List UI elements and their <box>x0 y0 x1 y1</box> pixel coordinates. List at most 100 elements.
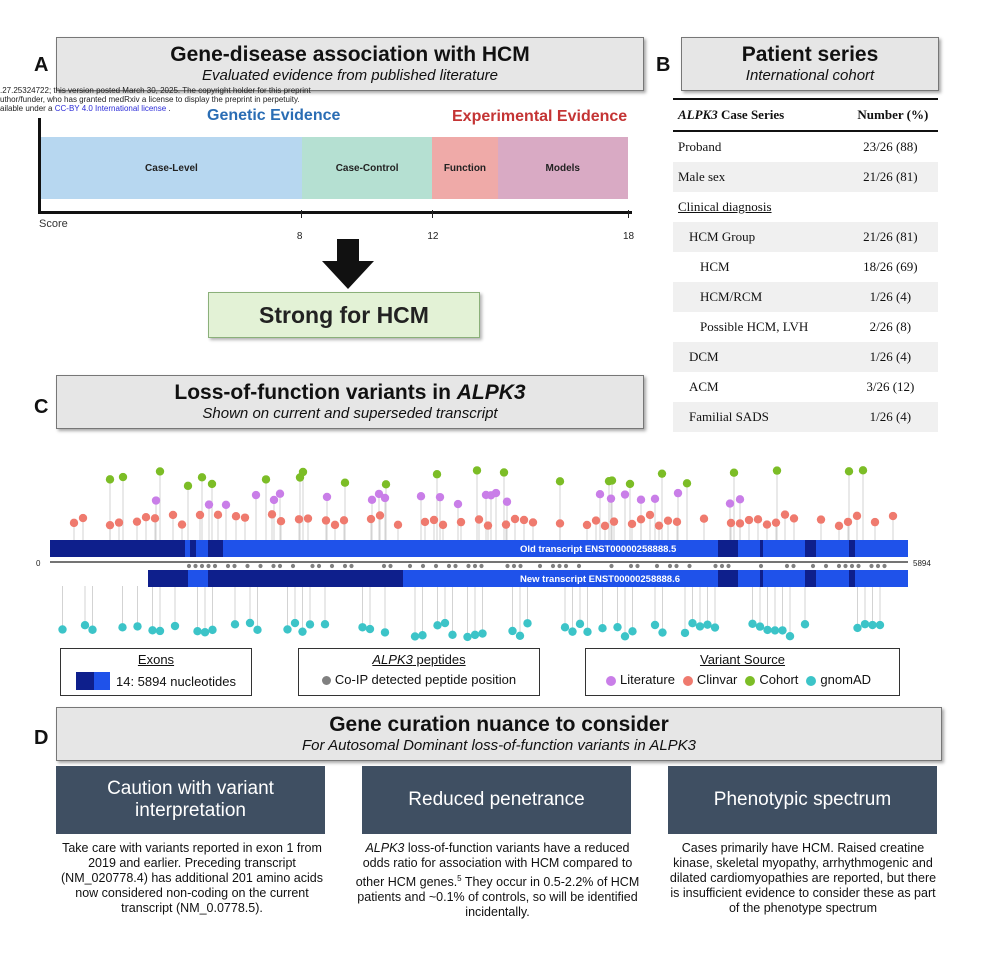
source-legend-label: Cohort <box>759 672 799 687</box>
panel-d-subtitle: For Autosomal Dominant loss-of-function … <box>301 737 697 754</box>
gnomad-dot <box>680 628 690 638</box>
peptide-dot <box>329 563 335 569</box>
gnomad-dot <box>298 627 307 636</box>
peptide-dot <box>843 563 848 569</box>
variant-dot <box>762 520 772 529</box>
variant-dot <box>380 493 390 503</box>
variant-dot <box>555 477 565 486</box>
peptide-dot <box>810 563 816 569</box>
variant-dot <box>528 518 538 527</box>
preprint-watermark: .27.25324722; this version posted March … <box>0 86 311 113</box>
old-exon-block <box>849 540 855 557</box>
variant-dot <box>105 475 115 484</box>
row-value: 1/26 (4) <box>842 282 938 312</box>
variant-dot <box>322 492 332 502</box>
panel-a-header: Gene-disease association with HCM Evalua… <box>56 37 644 91</box>
gnomad-dot <box>305 620 315 629</box>
table-header-number: Number (%) <box>842 98 938 132</box>
gnomad-dot <box>320 620 330 629</box>
variant-dot <box>321 516 331 525</box>
peptides-legend-gene: ALPK3 <box>372 652 413 667</box>
peptide-dot <box>472 563 478 569</box>
watermark-line-2: uthor/funder, who has granted medRxiv a … <box>0 95 300 104</box>
gnomad-dot <box>245 618 255 628</box>
peptide-dot <box>609 563 614 569</box>
variant-dot <box>609 517 619 526</box>
peptide-dot <box>271 563 276 569</box>
peptide-dot <box>654 563 660 569</box>
gnomad-dot <box>410 632 420 641</box>
panel-a-subtitle: Evaluated evidence from published litera… <box>201 67 498 84</box>
gnomad-dot <box>433 621 442 630</box>
variant-dot <box>168 510 178 520</box>
old-transcript-bar <box>50 540 908 557</box>
row-label: ACM <box>689 379 719 394</box>
penetrance-citation: 5 <box>457 874 462 883</box>
gnomad-dot <box>748 619 757 628</box>
peptide-dot <box>193 563 198 569</box>
tick-mark <box>431 210 433 218</box>
gnomad-dot <box>785 632 795 641</box>
variant-dot <box>155 467 165 476</box>
variant-dot <box>303 514 313 523</box>
variant-dot <box>118 472 128 482</box>
gnomad-dot <box>478 629 487 638</box>
segment-case-level: Case-Level <box>41 137 302 199</box>
peptide-dot <box>719 563 725 569</box>
variant-dot <box>519 515 529 525</box>
old-exon-block <box>718 540 738 557</box>
variant-dot <box>298 467 308 477</box>
variant-dot <box>267 510 277 519</box>
score-x-axis <box>38 211 632 214</box>
peptides-legend: ALPK3 peptides Co-IP detected peptide po… <box>298 648 540 696</box>
variant-dot <box>213 510 223 520</box>
variant-dot <box>330 520 340 530</box>
penetrance-text-gene: ALPK3 <box>365 841 405 855</box>
watermark-line-1: .27.25324722; this version posted March … <box>0 86 311 95</box>
gnomad-dot <box>358 623 367 632</box>
variant-dot <box>753 515 763 524</box>
variant-dot <box>844 467 854 476</box>
gnomad-dot <box>628 627 637 636</box>
peptide-dot <box>349 563 354 569</box>
variant-dot <box>151 496 161 505</box>
gnomad-dot <box>523 619 532 628</box>
variant-dot <box>858 466 868 475</box>
peptide-dot <box>466 563 471 569</box>
peptide-dot <box>667 563 673 569</box>
variant-dot <box>195 510 205 520</box>
score-axis-label: Score <box>39 218 68 230</box>
peptide-dot <box>635 563 640 569</box>
variant-dot <box>367 495 377 505</box>
new-exon-block <box>805 570 816 587</box>
card-variant-interpretation: Caution with variant interpretation <box>56 766 325 834</box>
gnomad-dot <box>463 632 472 642</box>
variant-dot <box>275 489 285 498</box>
row-value: 23/26 (88) <box>863 139 918 154</box>
penetrance-text-b: They occur in 0.5-2.2% of HCM patients a… <box>357 875 640 920</box>
old-transcript-label: Old transcript ENST00000258888.5 <box>520 544 677 555</box>
source-legend-label: Clinvar <box>696 672 738 687</box>
new-exon-block <box>718 570 738 587</box>
row-value: 18/26 (69) <box>863 259 918 274</box>
segment-case-control: Case-Control <box>301 137 433 199</box>
variant-dot <box>852 511 862 521</box>
peptide-dot <box>388 563 393 569</box>
peptide-dot <box>726 563 731 569</box>
gnomad-dot <box>575 619 585 629</box>
gnomad-dot <box>568 627 577 636</box>
license-link[interactable]: CC-BY 4.0 International license <box>54 104 167 113</box>
table-row: Clinical diagnosis <box>673 192 938 222</box>
old-exon-block <box>190 540 196 557</box>
variant-dot <box>673 488 683 498</box>
verdict-box: Strong for HCM <box>208 292 480 338</box>
peptide-dot <box>674 563 679 569</box>
variant-dot <box>177 520 187 529</box>
gnomad-dot <box>598 623 607 633</box>
peptide-dot <box>758 563 764 569</box>
gnomad-dot <box>703 620 712 629</box>
variant-dot <box>374 489 384 499</box>
